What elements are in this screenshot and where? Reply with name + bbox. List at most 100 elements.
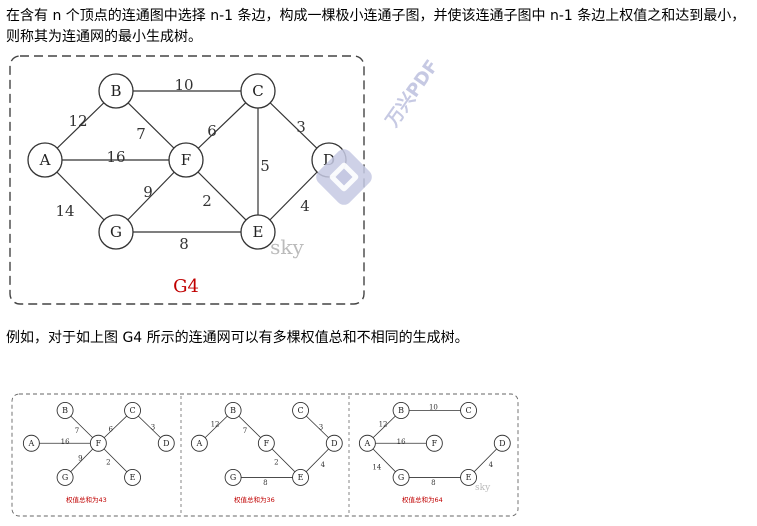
tree-2-node-label: C [297,406,303,415]
tree-2-node-c: C [292,402,309,419]
pdf-watermark-text: 万兴PDF [381,56,443,131]
tree-2-node-label: G [230,473,236,482]
tree-1-node-label: B [62,406,68,415]
tree-1-edge-weight: 9 [78,454,82,462]
edge-weight: 8 [179,235,189,253]
tree-3-node-f: F [425,434,443,452]
tree-1-edge-weight: 16 [61,438,70,446]
tree-1-node-d: D [157,434,175,452]
tree-2-node-a: A [190,434,208,452]
tree-1-node-label: F [96,439,102,448]
node-f: F [168,142,204,178]
tree-3-edge-weight: 14 [372,463,381,471]
tree-3-edge-weight: 8 [431,479,435,487]
tree-3-node-label: D [499,439,505,448]
node-b: B [98,73,134,109]
tree-3-node-b: B [392,402,410,419]
node-label: E [253,223,264,241]
tree-1-node-f: F [89,434,107,452]
tree-2-node-d: D [325,434,343,452]
tree-3-edge-weight: 12 [379,421,388,429]
tree-3-node-label: E [466,473,472,482]
intro-paragraph: 在含有 n 个顶点的连通图中选择 n-1 条边，构成一棵极小连通子图，并使该连通… [6,8,746,45]
node-a: A [27,142,63,178]
tree-2-edge-weight: 3 [319,424,323,432]
tree-2-node-label: E [298,473,304,482]
tree-2-node-e: E [292,468,309,486]
tree-2-edge-weight: 2 [274,459,278,467]
tree-2-node-b: B [224,402,242,419]
tree-3-node-label: B [398,406,404,415]
example-paragraph: 例如，对于如上图 G4 所示的连通网可以有多棵权值总和不相同的生成树。 [6,330,469,346]
tree-2-node-label: D [331,439,337,448]
spanning-tree-3: 12 10 16 14 4 8 A B C D E F G 权值总和为64 [358,402,511,504]
sky-watermark: sky [270,235,304,259]
tree-1-node-g: G [56,468,74,486]
tree-2-node-label: F [264,439,270,448]
tree-3-node-e: E [460,468,477,486]
tree-1-edge-weight: 2 [106,459,110,467]
edge-weight: 16 [106,148,125,166]
tree-1-edge-weight: 7 [75,427,79,435]
edge-weight: 5 [260,157,270,175]
tree-1-node-c: C [124,402,142,419]
tree-2-edge-weight: 4 [321,461,326,469]
tree-2-edge-weight: 8 [263,479,267,487]
node-label: A [39,151,51,169]
tree-1-edge-weight: 3 [151,424,155,432]
node-e: E [240,214,276,250]
node-label: G [110,223,122,241]
tree-3-node-label: C [465,406,471,415]
tree-3-node-label: F [432,439,438,448]
tree-1-node-a: A [22,434,40,452]
tree-2-node-f: F [257,434,275,452]
tree-1-node-label: G [62,473,68,482]
node-label: F [181,151,191,169]
tree-2-node-label: B [230,406,236,415]
tree-2-node-g: G [224,468,242,486]
trees-sky-watermark: sky [475,483,491,493]
tree-3-edge-weight: 4 [489,461,494,469]
edge-weight: 3 [296,118,306,136]
edge-weight: 2 [202,192,212,210]
tree-2-edge-weight: 7 [243,427,247,435]
trees-dashed-border [11,393,519,517]
edge-weight: 6 [207,122,217,140]
tree-2-node-label: A [195,439,202,448]
tree-1-node-label: A [27,439,34,448]
tree-3-node-d: D [493,434,511,452]
tree-1-sum-label: 权值总和为43 [66,495,107,504]
edge-weight: 7 [136,125,146,143]
tree-2-sum-label: 权值总和为36 [234,495,275,504]
node-c: C [240,73,276,109]
tree-3-edge-weight: 10 [429,404,438,412]
node-g: G [98,214,134,250]
tree-1-node-label: E [130,473,136,482]
tree-1-node-label: D [163,439,169,448]
edge-weight: 4 [300,197,310,215]
tree-1-node-label: C [129,406,135,415]
tree-3-node-label: A [363,439,370,448]
node-label: B [110,82,121,100]
spanning-tree-2: 12 7 3 2 4 8 A B C D E F G 权值总和为36 [190,402,343,504]
pdf-watermark-logo [316,149,372,205]
tree-1-edge-weight: 6 [108,425,113,433]
edge-weight: 9 [143,183,153,201]
spanning-trees-figure: 7 16 6 3 9 2 A B C D E F G 权值总和为43 12 7 3 2 4 8 A B C D E F G 权值总和… [11,393,519,517]
graph-caption: G4 [173,276,199,297]
tree-3-sum-label: 权值总和为64 [402,495,443,504]
node-label: C [252,82,263,100]
tree-1-node-e: E [124,468,142,486]
spanning-tree-1: 7 16 6 3 9 2 A B C D E F G 权值总和为43 [22,402,175,504]
tree-2-edge-weight: 12 [211,421,220,429]
tree-3-node-c: C [460,402,477,419]
tree-3-edge-weight: 16 [397,438,406,446]
tree-3-node-a: A [358,434,376,452]
tree-3-node-label: G [398,473,404,482]
tree-1-node-b: B [56,402,74,419]
edge-weight: 14 [55,202,74,220]
tree-3-node-g: G [392,468,410,486]
edge-weight: 10 [174,76,193,94]
